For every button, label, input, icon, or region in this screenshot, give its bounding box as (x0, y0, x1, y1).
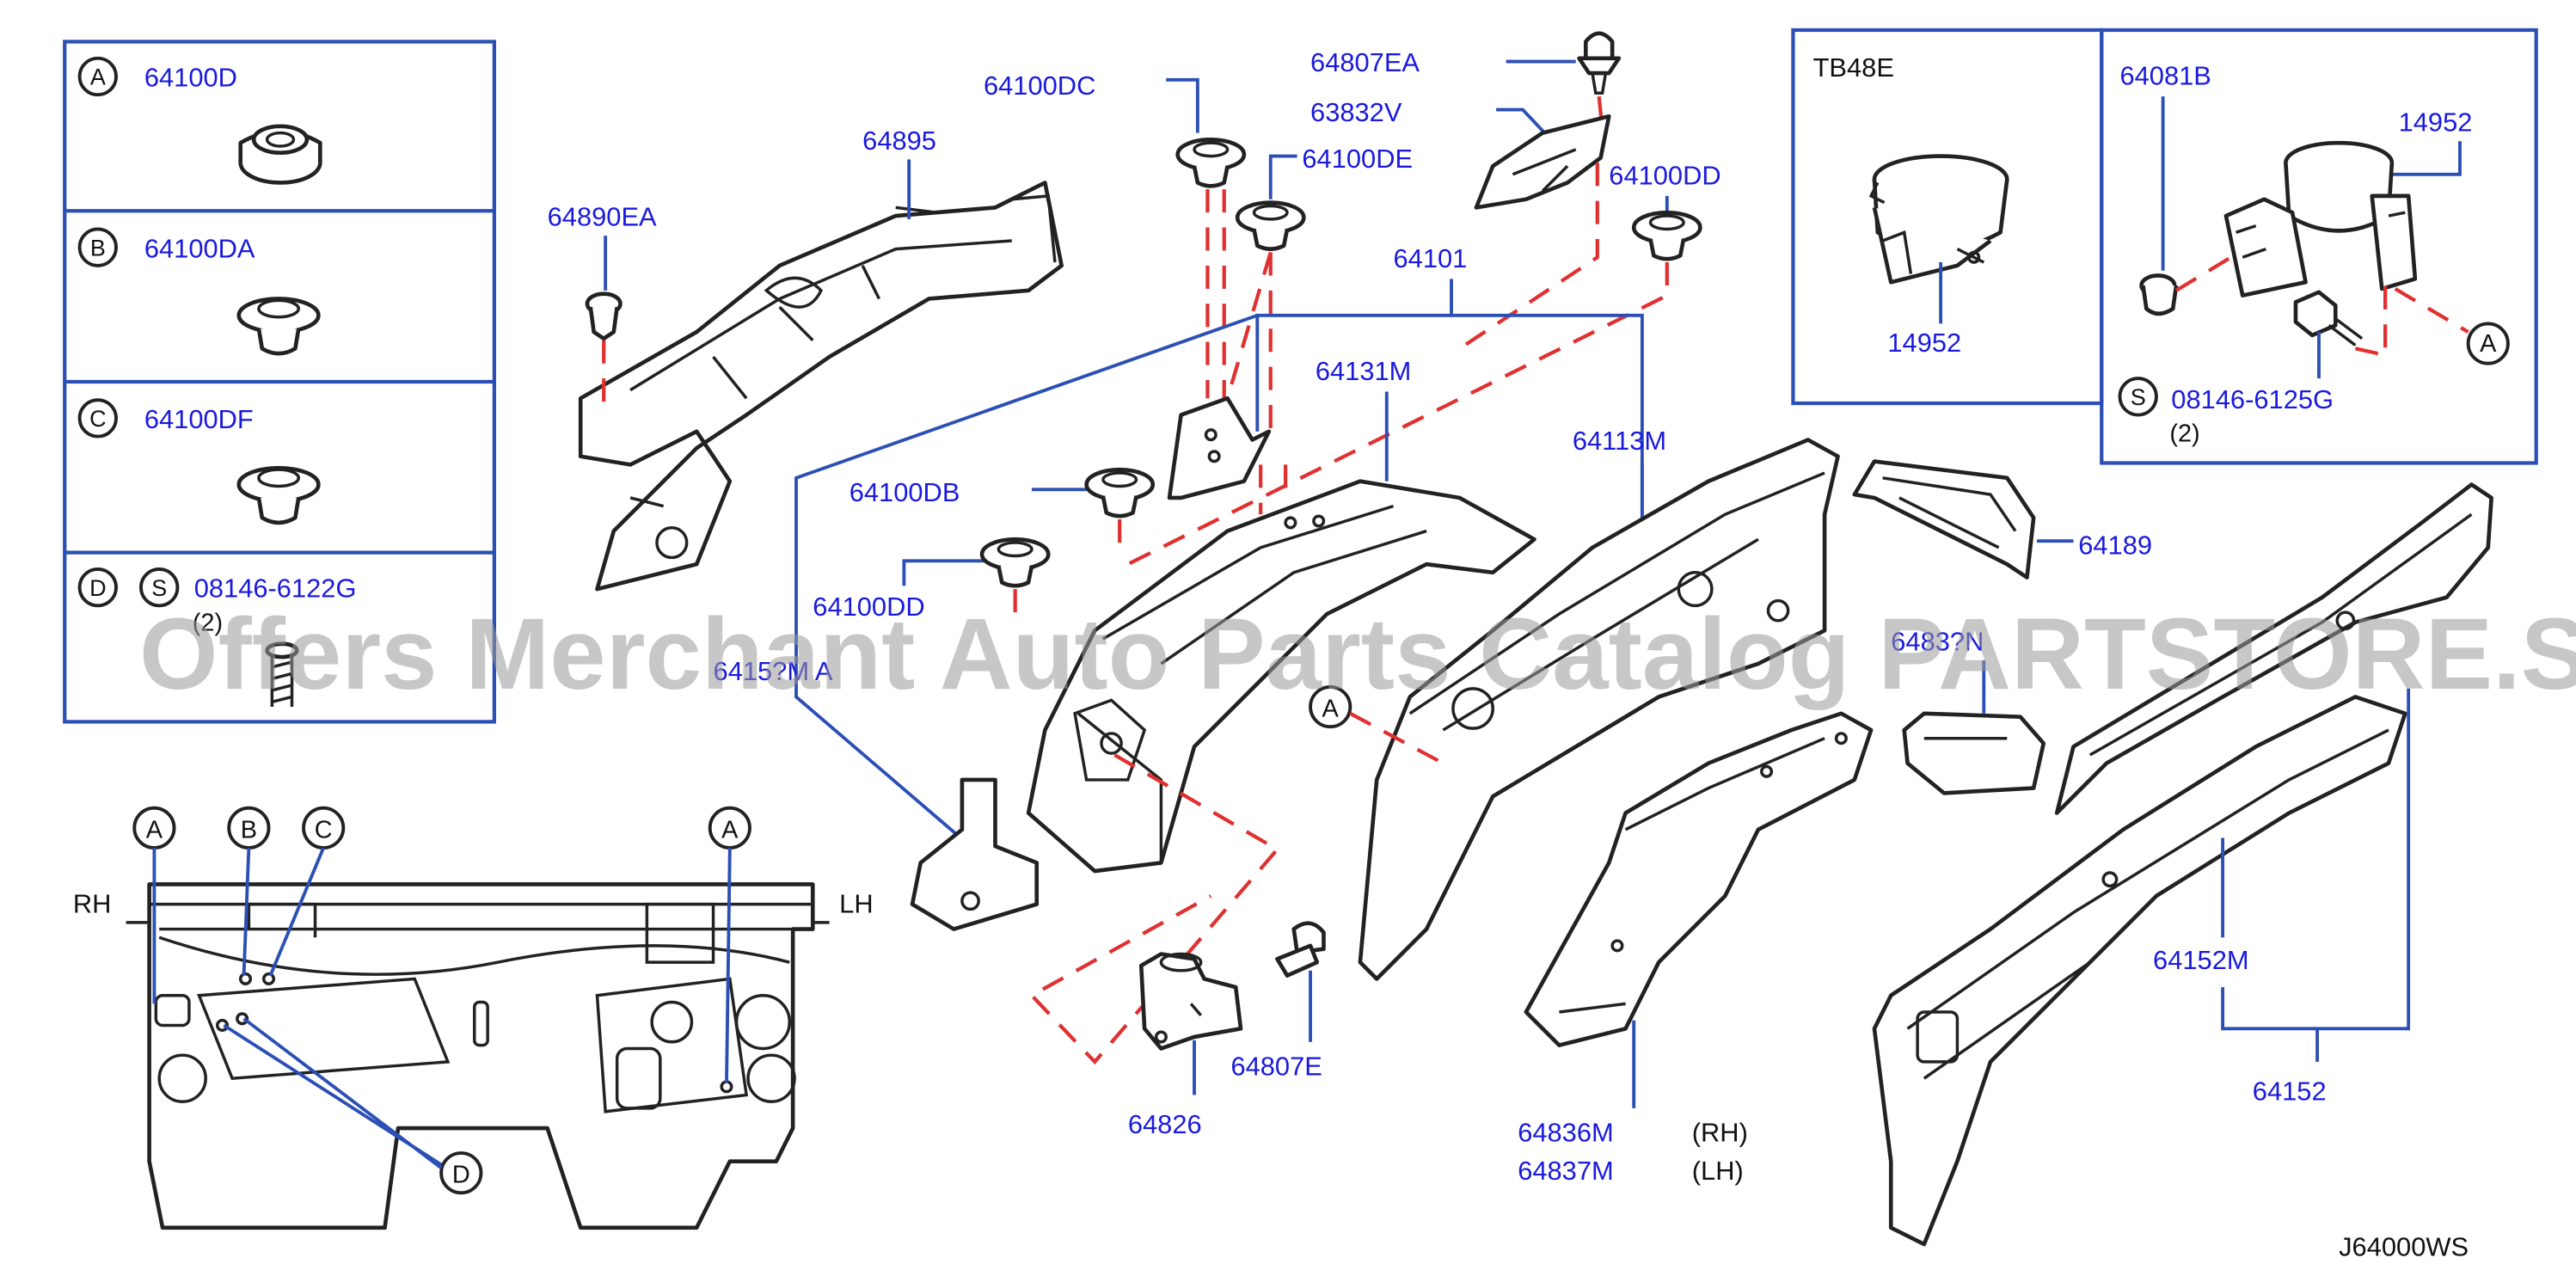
legend-a-circle (77, 56, 118, 97)
label-64100DB: 64100DB (849, 477, 960, 507)
clip-64081B-icon (2139, 273, 2179, 316)
dash-rh-label: RH (73, 888, 112, 918)
legend-d-screw-mark: S (151, 575, 167, 601)
screw-08146-6122G-icon (265, 641, 299, 708)
cowl-top-64895-drawing (578, 181, 1064, 592)
tank-band-left-icon (1868, 154, 2009, 285)
tb48e-callout-a: A (2480, 330, 2497, 358)
label-64807E: 64807E (1230, 1051, 1322, 1081)
tb48e-box: TB48E 14952 64081B 14952 (1791, 28, 2538, 465)
panel-64836M-drawing (1524, 711, 1874, 1047)
legend-a-letter: A (90, 64, 106, 90)
tb48e-band-part: 14952 (2399, 107, 2473, 138)
legend-c-part: 64100DF (144, 404, 254, 434)
bracket-small-drawing (1167, 396, 1272, 500)
tb48e-title: TB48E (1813, 52, 1894, 83)
label-6415xM-obscured: 6415?M A (714, 656, 833, 686)
label-64152M: 64152M (2153, 945, 2249, 975)
legend-b-circle (77, 227, 118, 267)
grommet-64100DD-left-icon (979, 537, 1051, 588)
bracket-63832V-drawing (1474, 113, 1611, 210)
label-64836M: 64836M (1518, 1118, 1614, 1148)
label-64837M: 64837M (1518, 1156, 1614, 1186)
dash-callout-d-circle (439, 1151, 483, 1195)
clip-64807E-icon (1275, 921, 1326, 978)
grommet-64100DA-icon (236, 297, 321, 356)
side-member-64152M-drawing (1872, 482, 2493, 1247)
tb48e-left-part: 14952 (1887, 328, 1961, 358)
watermark-text: Offers Merchant Auto Parts Catalog PARTS… (139, 597, 2576, 710)
clip-64890EA-icon (585, 291, 623, 341)
diagram-code: J64000WS (2339, 1232, 2469, 1262)
legend-d-qty: (2) (193, 609, 223, 636)
label-64100DC: 64100DC (984, 71, 1095, 101)
legend-box: A 64100D B 64100DA C 64100DF D S (63, 40, 497, 724)
legend-d-circle (77, 567, 118, 608)
label-64131M: 64131M (1316, 356, 1412, 386)
grommet-64100DB-icon (1084, 467, 1156, 518)
tb48e-bolt-mark-circle (2118, 377, 2158, 417)
label-64113M: 64113M (1573, 426, 1666, 456)
label-64189: 64189 (2078, 531, 2152, 561)
clip-64807EA-icon (1577, 31, 1622, 95)
label-rh-suffix: (RH) (1692, 1118, 1748, 1148)
legend-d-part: 08146-6122G (194, 574, 357, 604)
gusset-bracket-drawing (910, 777, 1040, 931)
legend-d-screw-circle (139, 567, 180, 608)
grommet-64100DD-top-icon (1631, 210, 1702, 261)
dash-callout-c: C (315, 816, 333, 844)
bracket-64189-drawing (1852, 459, 2036, 580)
label-64100DE: 64100DE (1302, 144, 1413, 174)
tb48e-bolt-qty: (2) (2169, 420, 2199, 447)
grommet-64100D-icon (238, 124, 322, 185)
dash-callout-d: D (452, 1162, 470, 1189)
tb48e-bolt-part: 08146-6125G (2171, 384, 2334, 414)
label-64101: 64101 (1394, 243, 1468, 273)
legend-b-letter: B (90, 235, 106, 261)
tb48e-bracket-part: 64081B (2119, 61, 2211, 91)
label-64100DD-left: 64100DD (813, 592, 924, 622)
bolt-08146-6125G-icon (2293, 290, 2364, 347)
legend-c-circle (77, 398, 118, 439)
legend-c-letter: C (89, 406, 107, 432)
legend-d-letter: D (89, 575, 107, 601)
tb48e-right-frame (2100, 28, 2538, 465)
dash-callout-a-right: A (721, 816, 739, 844)
label-6483xN-obscured: 6483?N (1891, 626, 1984, 656)
dash-callout-a-left: A (146, 816, 163, 844)
dash-panel-view (126, 882, 830, 1230)
legend-b-part: 64100DA (144, 233, 255, 263)
side-member-64113M-drawing (1358, 438, 1840, 981)
label-63832V: 63832V (1310, 97, 1402, 127)
tank-band-right-icon (2223, 140, 2418, 298)
label-64826: 64826 (1128, 1109, 1202, 1139)
tb48e-callout-a-circle (2466, 322, 2510, 365)
label-64152: 64152 (2253, 1076, 2327, 1106)
hoodledge-64131M-drawing (1026, 479, 1536, 874)
label-lh-suffix: (LH) (1692, 1156, 1744, 1186)
cover-6483xN-drawing (1902, 711, 2046, 795)
callout-a-mid: A (1322, 696, 1340, 723)
tb48e-bolt-mark: S (2131, 384, 2146, 410)
legend-a-part: 64100D (144, 63, 237, 93)
label-64895: 64895 (862, 126, 936, 156)
bracket-64826-drawing (1138, 952, 1243, 1051)
dash-callout-b: B (241, 816, 257, 844)
callout-a-mid-circle (1309, 684, 1352, 729)
label-64807EA: 64807EA (1310, 47, 1420, 77)
label-64890EA: 64890EA (548, 202, 657, 232)
dash-lh-label: LH (839, 888, 873, 918)
grommet-64100DF-icon (236, 465, 321, 525)
grommet-64100DC-icon (1175, 137, 1247, 188)
grommet-64100DE-icon (1235, 200, 1306, 251)
label-64100DD-top: 64100DD (1609, 160, 1720, 190)
